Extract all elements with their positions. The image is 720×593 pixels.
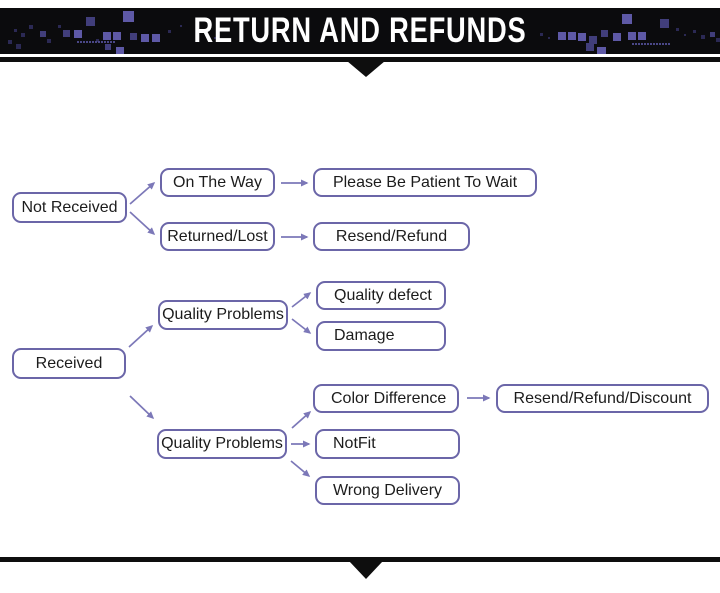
decor-square bbox=[613, 33, 621, 41]
decor-square bbox=[130, 33, 137, 40]
flow-node-color-difference: Color Difference bbox=[313, 384, 459, 413]
flow-arrow bbox=[291, 318, 312, 334]
decor-square bbox=[8, 40, 12, 44]
decor-square bbox=[21, 33, 25, 37]
decor-square bbox=[29, 25, 33, 29]
decor-square bbox=[693, 30, 696, 33]
decor-square bbox=[676, 28, 679, 31]
flow-node-resend-refund-discount: Resend/Refund/Discount bbox=[496, 384, 709, 413]
decor-dot bbox=[101, 41, 103, 43]
flow-node-notfit: NotFit bbox=[315, 429, 460, 459]
flow-node-damage: Damage bbox=[316, 321, 446, 351]
decor-dot bbox=[89, 41, 91, 43]
decor-square bbox=[63, 30, 70, 37]
decor-dot bbox=[659, 43, 661, 45]
decor-dot bbox=[638, 43, 640, 45]
decor-dot bbox=[665, 43, 667, 45]
flow-node-on-the-way: On The Way bbox=[160, 168, 275, 197]
decor-dot bbox=[653, 43, 655, 45]
decor-square bbox=[141, 34, 149, 42]
decor-dot bbox=[635, 43, 637, 45]
decor-square bbox=[622, 14, 632, 24]
decor-square bbox=[601, 30, 608, 37]
decor-square bbox=[96, 39, 99, 42]
flow-node-quality-problems-2: Quality Problems bbox=[157, 429, 287, 459]
flow-node-quality-defect: Quality defect bbox=[316, 281, 446, 310]
decor-dot bbox=[110, 41, 112, 43]
decor-square bbox=[180, 25, 182, 27]
decor-square bbox=[597, 47, 606, 54]
decor-square bbox=[586, 43, 594, 51]
decor-square bbox=[123, 11, 134, 22]
flow-arrow bbox=[291, 411, 312, 429]
decor-dot bbox=[641, 43, 643, 45]
decor-dot bbox=[656, 43, 658, 45]
decor-dot bbox=[113, 41, 115, 43]
flow-arrow bbox=[129, 182, 156, 205]
decor-dot bbox=[662, 43, 664, 45]
decor-square bbox=[568, 32, 576, 40]
decor-square bbox=[40, 31, 46, 37]
decor-square bbox=[86, 17, 95, 26]
decor-square bbox=[578, 33, 586, 41]
decor-square bbox=[638, 32, 646, 40]
decor-square bbox=[716, 38, 720, 42]
decor-dot bbox=[86, 41, 88, 43]
flow-arrow bbox=[290, 460, 311, 477]
flow-arrow bbox=[128, 324, 154, 348]
decor-square bbox=[113, 32, 121, 40]
decor-square bbox=[205, 33, 208, 36]
decor-square bbox=[710, 32, 715, 37]
flow-node-please-be-patient: Please Be Patient To Wait bbox=[313, 168, 537, 197]
decor-dot bbox=[83, 41, 85, 43]
decor-square bbox=[548, 37, 550, 39]
decor-square bbox=[152, 34, 160, 42]
decor-square bbox=[16, 44, 21, 49]
decor-square bbox=[540, 33, 543, 36]
flow-node-wrong-delivery: Wrong Delivery bbox=[315, 476, 460, 505]
top-divider-line bbox=[0, 57, 720, 62]
decor-square bbox=[116, 47, 124, 54]
decor-dot bbox=[107, 41, 109, 43]
decor-square bbox=[628, 32, 636, 40]
decor-square bbox=[58, 25, 61, 28]
decor-square bbox=[47, 39, 51, 43]
decor-dot bbox=[650, 43, 652, 45]
decor-square bbox=[105, 44, 111, 50]
top-arrow-triangle bbox=[347, 61, 385, 77]
decor-square bbox=[74, 30, 82, 38]
decor-dot bbox=[95, 41, 97, 43]
decor-dot bbox=[92, 41, 94, 43]
flow-arrow bbox=[129, 211, 156, 236]
flow-arrow bbox=[129, 395, 155, 420]
decor-square bbox=[701, 35, 705, 39]
decor-dot bbox=[647, 43, 649, 45]
decor-square bbox=[14, 29, 17, 32]
header-bar: RETURN AND REFUNDS bbox=[0, 8, 720, 54]
page-title: RETURN AND REFUNDS bbox=[193, 11, 527, 50]
decor-dot bbox=[77, 41, 79, 43]
flow-node-quality-problems-1: Quality Problems bbox=[158, 300, 288, 330]
decor-dot bbox=[104, 41, 106, 43]
flow-arrow bbox=[291, 292, 312, 308]
decor-square bbox=[103, 32, 111, 40]
decor-square bbox=[589, 36, 597, 44]
flow-node-resend-refund: Resend/Refund bbox=[313, 222, 470, 251]
bottom-arrow-triangle bbox=[349, 561, 383, 579]
bottom-divider-line bbox=[0, 557, 720, 562]
flow-node-not-received: Not Received bbox=[12, 192, 127, 223]
decor-dot bbox=[644, 43, 646, 45]
decor-square bbox=[558, 32, 566, 40]
decor-square bbox=[168, 30, 171, 33]
decor-square bbox=[214, 37, 216, 39]
decor-dot bbox=[98, 41, 100, 43]
decor-dot bbox=[668, 43, 670, 45]
decor-square bbox=[684, 34, 686, 36]
decor-square bbox=[660, 19, 669, 28]
decor-dot bbox=[632, 43, 634, 45]
decor-dot bbox=[80, 41, 82, 43]
flow-node-received: Received bbox=[12, 348, 126, 379]
flow-node-returned-lost: Returned/Lost bbox=[160, 222, 275, 251]
